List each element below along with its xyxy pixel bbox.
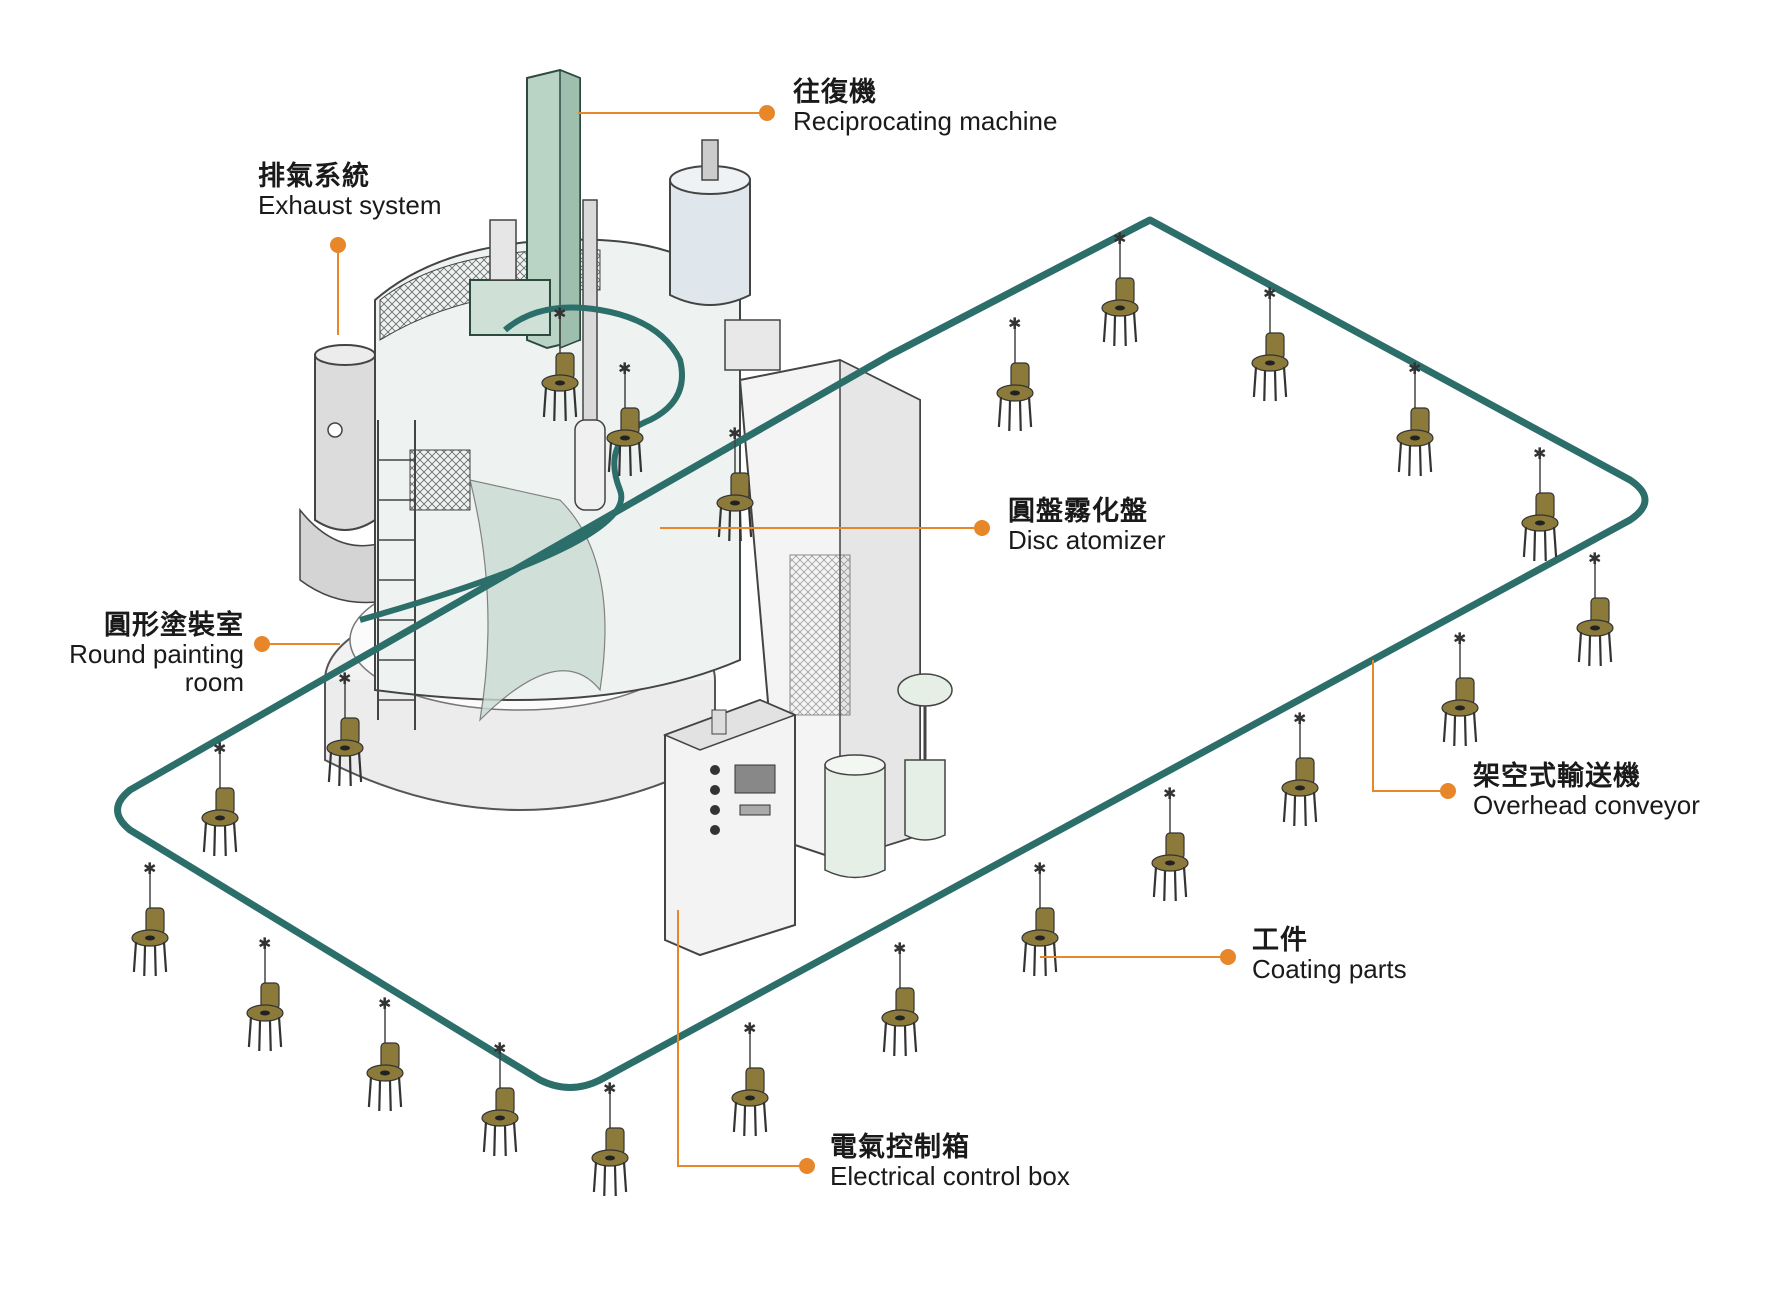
overhead-conveyor-link: [888, 216, 1152, 359]
svg-text:✱: ✱: [1453, 629, 1466, 648]
coating-parts-group: ✱ ✱ ✱ ✱ ✱ ✱ ✱ ✱ ✱ ✱ ✱ ✱ ✱ ✱ ✱ ✱ ✱ ✱ ✱ ✱ ✱ ✱: [131, 229, 1614, 1197]
svg-text:✱: ✱: [258, 934, 271, 953]
label-exhaust-system: 排氣系統 Exhaust system: [258, 162, 442, 219]
hanging-chair: ✱: [1281, 709, 1319, 827]
leader-dot-exhaust: [330, 237, 346, 253]
svg-text:✱: ✱: [728, 424, 741, 443]
svg-text:✱: ✱: [378, 994, 391, 1013]
hanging-chair: ✱: [591, 1079, 629, 1197]
svg-text:✱: ✱: [338, 669, 351, 688]
hanging-chair: ✱: [716, 424, 754, 542]
hanging-chair: ✱: [1396, 359, 1434, 477]
hanging-chair: ✱: [1101, 229, 1139, 347]
hanging-chair: ✱: [481, 1039, 519, 1157]
label-disc-zh: 圓盤霧化盤: [1008, 496, 1148, 527]
leader-dot-disc: [974, 520, 990, 536]
svg-text:✱: ✱: [1408, 359, 1421, 378]
label-room-en2: room: [184, 667, 244, 698]
label-electrical-control-box: 電氣控制箱 Electrical control box: [830, 1133, 1070, 1190]
label-room-en1: Round painting: [69, 639, 244, 670]
label-conveyor-zh: 架空式輸送機: [1473, 761, 1641, 792]
hanging-chair: ✱: [201, 739, 239, 857]
svg-text:✱: ✱: [1033, 859, 1046, 878]
label-control-en: Electrical control box: [830, 1161, 1070, 1192]
hanging-chair: ✱: [246, 934, 284, 1052]
label-parts-en: Coating parts: [1252, 954, 1407, 985]
label-exhaust-en: Exhaust system: [258, 190, 442, 221]
svg-text:✱: ✱: [1293, 709, 1306, 728]
label-conveyor-en: Overhead conveyor: [1473, 790, 1700, 821]
svg-text:✱: ✱: [213, 739, 226, 758]
hanging-chair: ✱: [606, 359, 644, 477]
label-control-zh: 電氣控制箱: [830, 1132, 970, 1163]
svg-text:✱: ✱: [1533, 444, 1546, 463]
control-box: [662, 698, 798, 957]
svg-text:✱: ✱: [493, 1039, 506, 1058]
label-disc-atomizer: 圓盤霧化盤 Disc atomizer: [1008, 497, 1165, 554]
svg-text:✱: ✱: [143, 859, 156, 878]
booth-cabinet: [738, 358, 921, 862]
leader-lines: [254, 105, 1456, 1174]
hanging-chair: ✱: [541, 304, 579, 422]
hanging-chair: ✱: [1251, 284, 1289, 402]
hanging-chair: ✱: [731, 1019, 769, 1137]
hanging-chair: ✱: [1021, 859, 1059, 977]
svg-text:✱: ✱: [1008, 314, 1021, 333]
hanging-chair: ✱: [1521, 444, 1559, 562]
hanging-chair: ✱: [1441, 629, 1479, 747]
label-overhead-conveyor: 架空式輸送機 Overhead conveyor: [1473, 762, 1700, 819]
label-reciprocating-en: Reciprocating machine: [793, 106, 1058, 137]
svg-text:✱: ✱: [618, 359, 631, 378]
label-reciprocating-zh: 往復機: [793, 77, 877, 108]
inner-conveyor-track: [359, 304, 685, 623]
svg-text:✱: ✱: [1113, 229, 1126, 248]
hanging-chair: ✱: [366, 994, 404, 1112]
svg-text:✱: ✱: [553, 304, 566, 323]
svg-text:✱: ✱: [1588, 549, 1601, 568]
label-parts-zh: 工件: [1252, 925, 1308, 956]
label-coating-parts: 工件 Coating parts: [1252, 926, 1407, 983]
svg-text:✱: ✱: [1263, 284, 1276, 303]
svg-text:✱: ✱: [1163, 784, 1176, 803]
svg-text:✱: ✱: [893, 939, 906, 958]
hanging-chair: ✱: [1151, 784, 1189, 902]
leader-dot-room: [254, 636, 270, 652]
leader-dot-parts: [1220, 949, 1236, 965]
label-exhaust-zh: 排氣系統: [258, 161, 370, 192]
auxiliary-cylinders: [824, 673, 953, 879]
hanging-chair: ✱: [131, 859, 169, 977]
hanging-chair: ✱: [996, 314, 1034, 432]
label-room-zh: 圓形塗裝室: [104, 610, 244, 641]
leader-dot-reciprocating: [759, 105, 775, 121]
label-round-painting-room: 圓形塗裝室 Round painting room: [40, 611, 244, 696]
svg-text:✱: ✱: [603, 1079, 616, 1098]
overhead-conveyor-track: [114, 216, 1649, 1091]
leader-dot-control: [799, 1158, 815, 1174]
label-reciprocating-machine: 往復機 Reciprocating machine: [793, 78, 1057, 135]
label-disc-en: Disc atomizer: [1008, 525, 1166, 556]
svg-text:✱: ✱: [743, 1019, 756, 1038]
leader-dot-conveyor: [1440, 783, 1456, 799]
hanging-chair: ✱: [1576, 549, 1614, 667]
hanging-chair: ✱: [326, 669, 364, 787]
hanging-chair: ✱: [881, 939, 919, 1057]
paint-tank: [669, 139, 781, 371]
